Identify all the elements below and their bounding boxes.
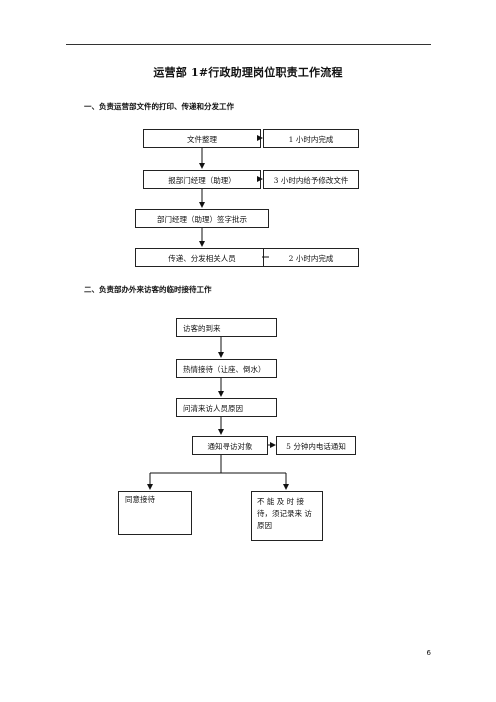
s1-note-3hour: 3 小时内给予修改文件: [263, 170, 359, 189]
s1-step-manager-sign: 部门经理（助理）签字批示: [135, 209, 269, 228]
section1-heading: 一、负责运营部文件的打印、传递和分发工作: [84, 102, 234, 111]
page-number: 6: [426, 649, 431, 657]
s1-note-1hour: 1 小时内完成: [263, 129, 359, 148]
s1-step-distribute: 传递、分发相关人员: [135, 248, 269, 267]
s2-outcome-accept: 同意接待: [118, 491, 192, 535]
s2-step-notify-target: 通知寻访对象: [192, 436, 268, 455]
document-title: 运营部 1#行政助理岗位职责工作流程: [153, 66, 343, 79]
s2-outcome-record: 不 能 及 时 接 待，须记录来 访原因: [251, 491, 323, 541]
header-rule: [66, 44, 431, 45]
s2-step-ask-reason: 问清来访人员原因: [176, 398, 277, 417]
s2-step-visitor-arrives: 访客的到来: [176, 318, 277, 337]
s1-note-2hour: 2 小时内完成: [263, 248, 359, 267]
section2-heading: 二、负责部办外来访客的临时接待工作: [84, 285, 212, 294]
s2-step-warm-reception: 热情接待（让座、倒水）: [176, 359, 277, 378]
s2-note-5min: 5 分钟内电话通知: [276, 436, 356, 455]
